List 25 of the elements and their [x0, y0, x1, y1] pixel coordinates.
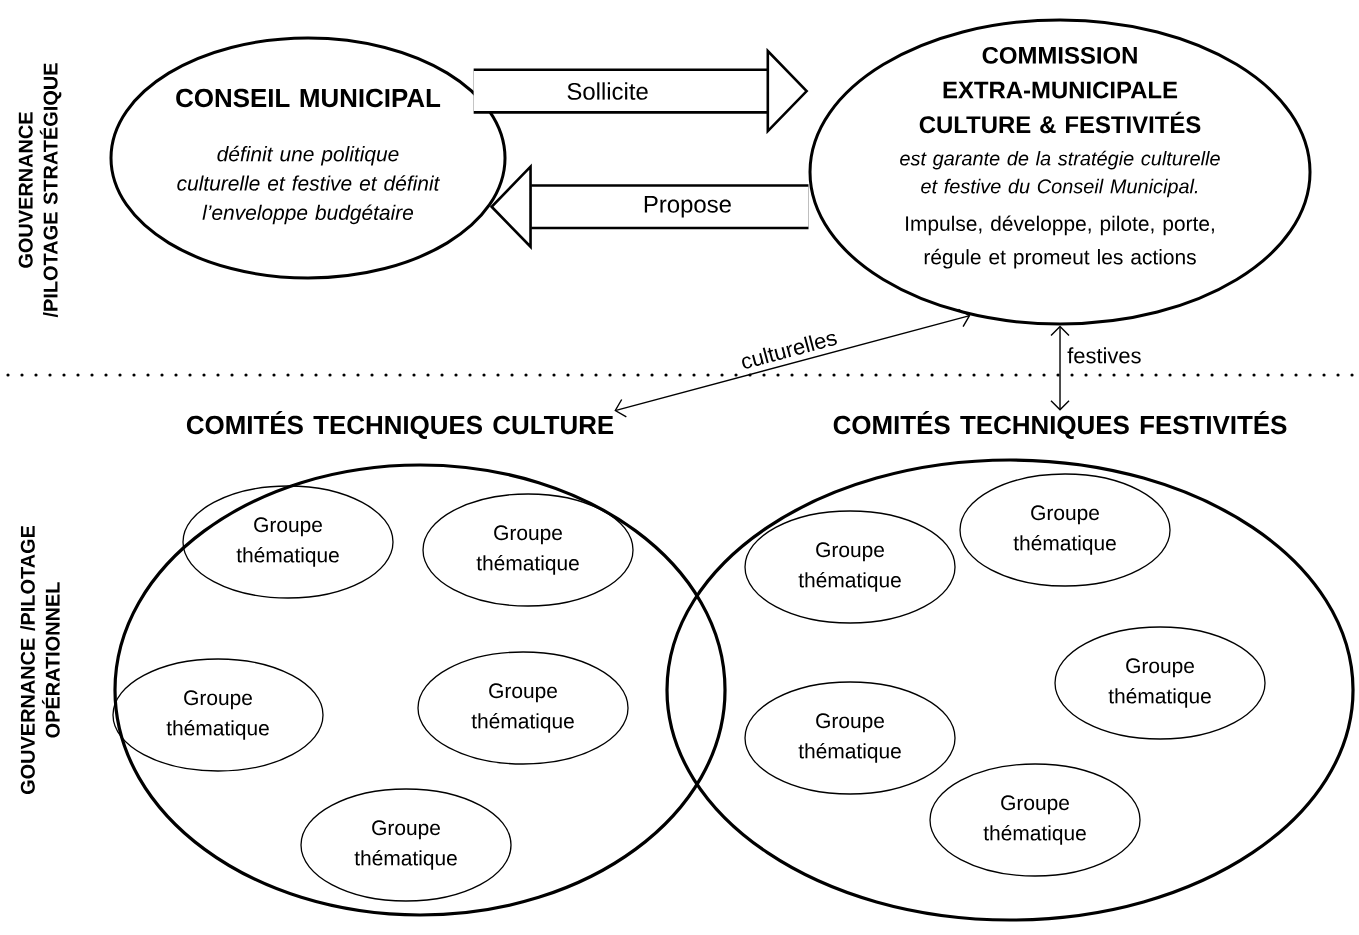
edge-label: festives [1066, 346, 1143, 365]
group-oval: Groupe thématique [959, 473, 1171, 587]
committee-heading: COMITÉS TECHNIQUES FESTIVITÉS [833, 411, 1287, 440]
double-arrow [1050, 325, 1070, 411]
edge-label: Sollicite [565, 81, 650, 101]
oval-title: CONSEIL MUNICIPAL [176, 88, 441, 108]
edge-label: culturelles [742, 333, 837, 369]
oval-description: est garante de la stratégie culturelle et festive du Conseil Municipal. [900, 150, 1220, 198]
side-label: GOUVERNANCE /PILOTAGE OPÉRATIONNEL [20, 525, 60, 795]
group-oval: Groupe thématique [929, 763, 1141, 877]
edge-label: Propose [641, 195, 733, 219]
group-oval: Groupe thématique [744, 681, 956, 795]
group-oval: Groupe thématique [422, 493, 634, 607]
group-oval: Groupe thématique [744, 510, 956, 624]
group-oval: Groupe thématique [112, 658, 324, 772]
oval-description: définit une politique culturelle et festive et définit l’enveloppe budgétaire [177, 145, 441, 225]
group-oval: Groupe thématique [182, 485, 394, 599]
double-arrow [614, 308, 971, 418]
group-oval: Groupe thématique [300, 788, 512, 902]
group-oval: Groupe thématique [417, 651, 629, 765]
oval-text: Impulse, développe, pilote, porte, régule et promeut les actions [906, 215, 1214, 269]
side-label: GOUVERNANCE /PILOTAGE STRATÉGIQUE [18, 63, 62, 318]
oval-title: COMMISSION EXTRA-MUNICIPALE CULTURE & FESTIVITÉS [919, 46, 1201, 134]
group-oval: Groupe thématique [1054, 626, 1266, 740]
committee-heading: COMITÉS TECHNIQUES CULTURE [186, 411, 614, 440]
